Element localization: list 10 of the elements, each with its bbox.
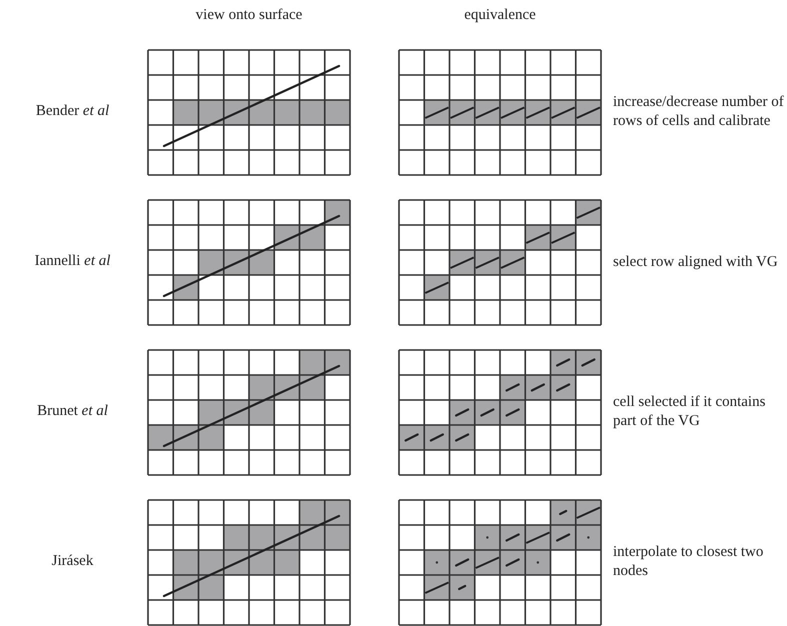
column-heading: view onto surface [194, 6, 304, 25]
method-description: select row aligned with VG [613, 252, 779, 272]
method-description: cell selected if it contains part of the VG [613, 393, 766, 431]
row-label: Brunet et al [36, 402, 109, 421]
method-description: interpolate to closest two nodes [613, 543, 764, 581]
row-label: Bender et al [34, 102, 110, 121]
column-heading: equivalence [463, 6, 537, 25]
row-label: Iannelli et al [34, 252, 112, 271]
method-description: increase/decrease number of rows of cells and calibrate [613, 93, 785, 131]
row-label: Jirásek [50, 552, 94, 571]
